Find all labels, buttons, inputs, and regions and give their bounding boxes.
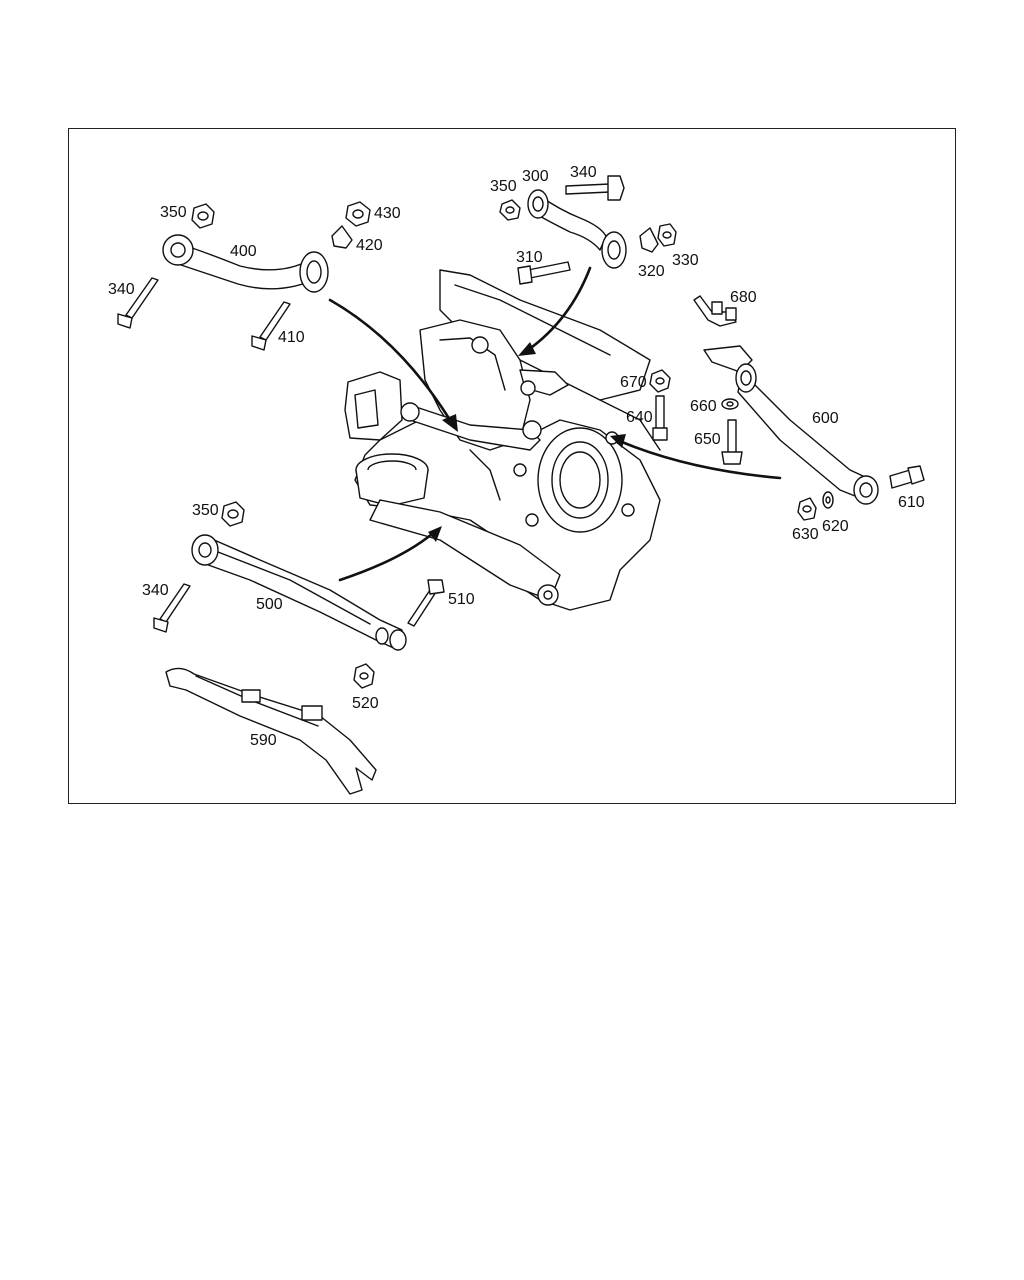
label-610: 610 bbox=[898, 494, 925, 511]
label-340-left: 340 bbox=[108, 281, 135, 298]
label-500: 500 bbox=[256, 596, 283, 613]
label-650: 650 bbox=[694, 431, 721, 448]
washer-420 bbox=[331, 225, 353, 249]
control-arm-300 bbox=[527, 189, 627, 269]
nut-430 bbox=[345, 201, 371, 227]
label-520: 520 bbox=[352, 695, 379, 712]
label-310: 310 bbox=[516, 249, 543, 266]
bolt-640 bbox=[652, 395, 668, 441]
label-400: 400 bbox=[230, 243, 257, 260]
label-620: 620 bbox=[822, 518, 849, 535]
bolt-340-left bbox=[117, 277, 159, 329]
nut-330 bbox=[657, 223, 677, 247]
bolt-340-top bbox=[565, 175, 625, 201]
label-680: 680 bbox=[730, 289, 757, 306]
shield-590 bbox=[165, 667, 377, 795]
label-630: 630 bbox=[792, 526, 819, 543]
assembly-arrows bbox=[328, 266, 782, 582]
nut-630 bbox=[797, 497, 817, 521]
label-350-top: 350 bbox=[490, 178, 517, 195]
bolt-610 bbox=[889, 465, 925, 489]
washer-660 bbox=[721, 398, 739, 410]
control-arm-400 bbox=[162, 234, 329, 293]
nut-520 bbox=[353, 663, 375, 689]
control-arm-500 bbox=[191, 534, 407, 651]
part-labels: 350 400 340 430 420 410 350 300 340 310 … bbox=[108, 164, 925, 749]
label-320: 320 bbox=[638, 263, 665, 280]
nut-350-top bbox=[499, 199, 521, 221]
label-410: 410 bbox=[278, 329, 305, 346]
label-660: 660 bbox=[690, 398, 717, 415]
bolt-410 bbox=[251, 301, 291, 351]
nut-350-lower bbox=[221, 501, 245, 527]
washer-620 bbox=[822, 491, 834, 509]
control-arm-600 bbox=[703, 345, 879, 505]
bolt-340-lower bbox=[153, 583, 191, 633]
bolt-510 bbox=[407, 579, 445, 627]
label-340-lower: 340 bbox=[142, 582, 169, 599]
label-330: 330 bbox=[672, 252, 699, 269]
washer-320 bbox=[639, 227, 659, 253]
label-420: 420 bbox=[356, 237, 383, 254]
bolt-650 bbox=[721, 419, 743, 465]
label-600: 600 bbox=[812, 410, 839, 427]
label-640: 640 bbox=[626, 409, 653, 426]
label-590: 590 bbox=[250, 732, 277, 749]
bolt-310 bbox=[517, 261, 571, 285]
label-430: 430 bbox=[374, 205, 401, 222]
label-350-left: 350 bbox=[160, 204, 187, 221]
nut-350-left bbox=[191, 203, 215, 229]
nut-670 bbox=[649, 369, 671, 393]
bracket-680 bbox=[693, 295, 737, 327]
label-510: 510 bbox=[448, 591, 475, 608]
label-300: 300 bbox=[522, 168, 549, 185]
label-670: 670 bbox=[620, 374, 647, 391]
label-340-top: 340 bbox=[570, 164, 597, 181]
label-350-lower: 350 bbox=[192, 502, 219, 519]
